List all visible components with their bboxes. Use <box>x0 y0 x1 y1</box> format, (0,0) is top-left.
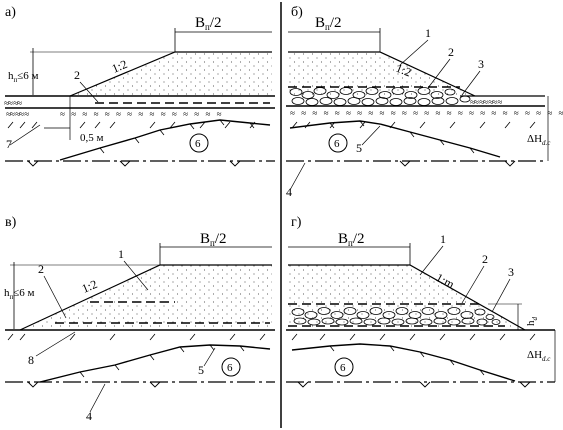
panel-b-stone-layer <box>289 87 471 106</box>
panel-b-circle-6 <box>328 133 348 153</box>
panel-v-boundary-ticks <box>79 344 245 378</box>
panel-v-height-label: hп≤6 м <box>4 287 35 301</box>
panel-g-hd-label: hd <box>525 317 539 327</box>
panel-g-circle-label: 6 <box>340 362 346 374</box>
panel-v-weak-soil-boundary <box>39 344 271 383</box>
panel-g-circle-6 <box>334 357 354 377</box>
panel-v-callout-8: 8 <box>28 353 34 367</box>
panel-v: в) Bп/2 hп≤6 м 1:2 1 2 8 6 5 4 <box>4 215 275 423</box>
panel-v-callout-2-leader <box>43 275 67 319</box>
panel-a-water-symbols-2: ≈≈ ≈≈ ≈ <box>6 109 29 119</box>
panel-a-circle-label: 6 <box>195 138 201 150</box>
panel-a-embankment <box>70 52 272 96</box>
panel-v-callout-5: 5 <box>198 363 204 377</box>
panel-a-boundary-ticks <box>99 119 255 154</box>
panel-b-callout-5-leader <box>361 125 381 146</box>
panel-b-callout-1-leader <box>399 39 429 66</box>
panel-v-width-label: Bп/2 <box>200 231 227 248</box>
panel-v-callout-2: 2 <box>38 262 44 276</box>
panel-g-width-label: Bп/2 <box>338 231 365 248</box>
panel-b-base-marks <box>399 160 516 167</box>
panel-b-letter: б) <box>291 5 303 20</box>
panel-a-height-label: hп≤6 м <box>8 70 39 84</box>
panel-g-callout-3: 3 <box>508 265 514 279</box>
panel-g-callout-1: 1 <box>440 232 446 246</box>
panel-a-callout-7-leader <box>9 124 41 146</box>
panel-b-callout-3-leader <box>461 70 481 96</box>
panel-v-base-marks <box>27 381 161 388</box>
panel-b-weak-soil-boundary <box>289 120 501 158</box>
panel-b-water-symbols: ≈≈ ≈≈ ≈≈ ≈ <box>470 97 502 107</box>
panel-a-callout-7: 7 <box>6 137 12 151</box>
panel-a-circle-6 <box>189 133 209 153</box>
panel-b-water-symbols-2: ≈ ≈ ≈ ≈ ≈ ≈ ≈ ≈ ≈ ≈ ≈ ≈ ≈ ≈ ≈ ≈ ≈ ≈ ≈ ≈ … <box>290 108 563 118</box>
panel-b-callout-4: 4 <box>286 185 292 199</box>
panel-g-boundary-ticks <box>329 345 485 376</box>
panel-g-base-marks <box>297 381 531 388</box>
panel-b-callout-3: 3 <box>478 57 484 71</box>
panel-b: б) Bп/2 1 1:2 2 3 ≈≈ ≈≈ ≈≈ ≈ ≈ ≈ ≈ ≈ ≈ <box>286 5 563 199</box>
panel-v-callout-5-leader <box>203 347 216 367</box>
panel-g-callout-1-leader <box>419 245 444 276</box>
panel-b-embankment <box>288 52 475 96</box>
panel-v-soil-hatch <box>7 333 266 341</box>
panel-g-callout-3-leader <box>491 278 511 313</box>
panel-b-delta-label: ΔHd.c <box>527 133 551 147</box>
panel-v-callout-4: 4 <box>86 409 92 423</box>
panel-a-letter: а) <box>5 5 16 20</box>
panel-g: г) Bп/2 1 1:m 2 3 <box>286 215 556 388</box>
panel-a: а) Bп/2 hп≤6 м 1:2 2 ≈≈ ≈≈ ≈≈ ≈≈ ≈ ≈ ≈ ≈… <box>4 5 275 167</box>
panel-g-weak-soil-boundary <box>291 343 516 382</box>
panel-g-delta-label: ΔHd.c <box>527 349 551 363</box>
panel-g-callout-2-leader <box>461 265 485 304</box>
panel-g-letter: г) <box>291 215 302 230</box>
panel-a-water-symbols: ≈≈ ≈≈ <box>4 98 22 108</box>
panel-g-stone-layer <box>291 307 501 326</box>
panel-b-width-label: Bп/2 <box>315 15 342 32</box>
panel-a-offset: 0,5 м <box>80 132 104 144</box>
panel-v-callout-8-leader <box>35 331 76 357</box>
panel-v-embankment <box>20 265 272 330</box>
panel-v-slope: 1:2 <box>80 277 100 296</box>
panel-b-boundary-ticks <box>329 120 475 154</box>
panel-b-slope: 1:2 <box>394 61 413 80</box>
panel-b-circle-label: 6 <box>334 138 340 150</box>
panel-b-callout-4-leader <box>289 162 306 191</box>
panel-a-width-label: Bп/2 <box>195 15 222 32</box>
panel-v-circle-label: 6 <box>227 362 233 374</box>
panel-v-callout-1-leader <box>123 260 149 291</box>
panel-a-callout-2: 2 <box>74 68 80 82</box>
panel-v-circle-6 <box>221 357 241 377</box>
panel-b-soil-hatch <box>291 121 536 129</box>
panel-v-callout-4-leader <box>89 383 106 413</box>
panel-b-callout-2-leader <box>427 58 451 89</box>
panel-a-water-symbols-3: ≈ ≈ ≈ ≈ ≈ ≈ ≈ ≈ ≈ ≈ ≈ ≈ ≈ ≈ ≈ <box>60 109 224 119</box>
panel-g-callout-2: 2 <box>482 252 488 266</box>
panel-b-callout-2: 2 <box>448 45 454 59</box>
panel-v-callout-1: 1 <box>118 247 124 261</box>
panel-a-base-marks <box>27 160 241 167</box>
panel-a-soil-hatch <box>7 121 256 129</box>
panel-b-callout-1: 1 <box>425 26 431 40</box>
panel-v-letter: в) <box>5 215 17 230</box>
panel-a-slope: 1:2 <box>110 57 130 76</box>
panel-g-soil-hatch <box>291 333 536 341</box>
panel-b-callout-5: 5 <box>356 141 362 155</box>
panel-a-weak-soil-boundary <box>59 119 271 161</box>
panel-a-callout-2-leader <box>79 81 99 103</box>
